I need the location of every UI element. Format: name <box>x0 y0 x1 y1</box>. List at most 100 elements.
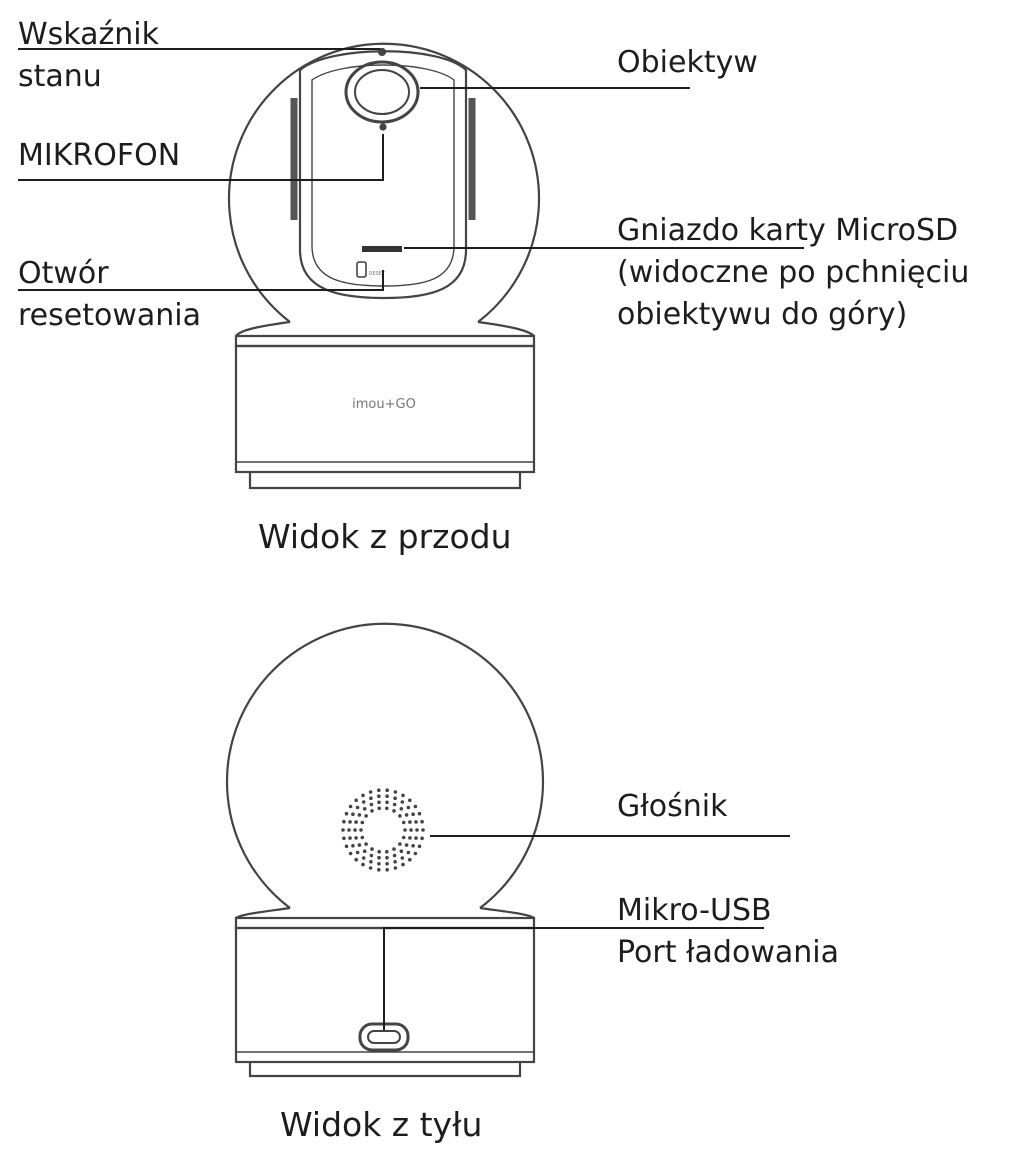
reset-hole-label-line2: resetowania <box>18 298 201 333</box>
speaker-hole <box>368 790 373 794</box>
speaker-hole <box>385 806 389 811</box>
speaker-hole <box>385 794 389 798</box>
speaker-hole <box>369 853 374 858</box>
speaker-hole <box>369 796 373 800</box>
speaker-hole <box>413 851 418 856</box>
speaker-hole <box>361 800 366 804</box>
speaker-hole <box>342 819 346 824</box>
speaker-hole <box>411 844 415 848</box>
speaker-hole <box>415 828 419 832</box>
speaker-hole <box>414 820 418 824</box>
speaker-hole <box>408 836 412 840</box>
speaker-hole <box>401 793 405 798</box>
microphone-hole-icon <box>379 123 387 131</box>
microsd-label: Gniazdo karty MicroSD (widoczne po pchni… <box>617 210 969 336</box>
back-sphere-outline <box>225 622 545 909</box>
microphone-label: MIKROFON <box>18 138 181 173</box>
speaker-hole <box>368 866 373 870</box>
speaker-hole <box>354 836 358 840</box>
speaker-hole <box>361 862 365 867</box>
speaker-hole <box>360 820 365 825</box>
reset-callout <box>18 270 384 291</box>
speaker-hole <box>417 811 422 816</box>
speaker-hole <box>370 809 374 813</box>
speaker-hole <box>393 796 397 800</box>
speaker-hole <box>393 860 397 864</box>
speaker-hole <box>420 836 424 841</box>
reset-hole-label: Otwór resetowania <box>18 253 201 337</box>
speaker-hole <box>361 793 365 798</box>
speaker-hole <box>342 836 346 841</box>
speaker-hole <box>413 804 418 809</box>
speaker-hole <box>377 862 381 866</box>
speaker-hole <box>354 857 359 862</box>
speaker-hole <box>401 820 406 825</box>
speaker-hole <box>385 849 389 854</box>
speaker-hole <box>400 800 405 804</box>
front-camera <box>227 42 541 490</box>
speaker-hole <box>385 862 389 866</box>
speaker-hole <box>401 862 405 867</box>
microsd-label-line3: obiektywu do góry) <box>617 297 908 332</box>
speaker-hole <box>408 857 412 862</box>
speaker-hole <box>357 843 362 847</box>
reset-hole-label-line1: Otwór <box>18 256 109 291</box>
status-indicator-label-line2: stanu <box>18 59 102 94</box>
speaker-hole <box>421 828 425 832</box>
front-base <box>234 344 536 474</box>
speaker-hole <box>392 809 396 813</box>
speaker-hole <box>409 828 413 832</box>
speaker-hole <box>364 814 368 818</box>
usb-callout <box>383 927 764 1030</box>
speaker-hole <box>377 849 382 854</box>
speaker-hole <box>359 828 363 832</box>
status-led-icon <box>377 47 387 57</box>
speaker-hole <box>411 812 415 816</box>
speaker-hole <box>398 842 402 846</box>
speaker-hole <box>398 814 402 818</box>
speaker-hole <box>354 798 359 803</box>
speaker-hole <box>355 805 360 810</box>
speaker-hole <box>420 819 424 824</box>
speaker-hole <box>385 868 390 872</box>
speaker-hole <box>353 828 357 832</box>
speaker-hole <box>392 853 397 858</box>
speaker-label: Głośnik <box>617 789 728 824</box>
front-neck <box>235 320 535 337</box>
speaker-hole <box>385 855 389 860</box>
speaker-hole <box>348 851 353 856</box>
speaker-hole <box>408 820 412 824</box>
brand-text: imou+GO <box>352 397 416 412</box>
reset-text: RESET <box>369 271 386 277</box>
speaker-hole <box>370 847 374 851</box>
speaker-hole <box>399 807 404 811</box>
front-base-top <box>234 334 536 348</box>
status-indicator-label-line1: Wskaźnik <box>18 17 159 52</box>
speaker-hole <box>417 844 422 849</box>
speaker-hole <box>392 802 397 807</box>
usb-port-label-line2: Port ładowania <box>617 935 839 970</box>
status-indicator-label: Wskaźnik stanu <box>18 14 159 98</box>
speaker-hole <box>341 828 345 832</box>
speaker-hole <box>361 856 366 860</box>
speaker-hole <box>377 806 382 811</box>
speaker-hole <box>364 842 368 846</box>
microphone-callout <box>18 134 384 181</box>
speaker-hole <box>377 788 381 792</box>
speaker-hole <box>414 836 418 840</box>
lens-label: Obiektyw <box>617 45 758 80</box>
speaker-hole <box>362 849 367 853</box>
reset-hole-icon <box>356 261 367 278</box>
speaker-hole <box>377 800 381 805</box>
speaker-hole <box>357 813 362 817</box>
speaker-hole <box>348 836 352 840</box>
front-view-caption: Widok z przodu <box>258 517 512 556</box>
back-neck <box>235 906 535 919</box>
speaker-hole <box>344 811 349 816</box>
speaker-hole <box>362 807 367 811</box>
speaker-hole <box>369 860 373 864</box>
speaker-hole <box>354 820 358 824</box>
speaker-hole <box>404 813 409 817</box>
speaker-grille-icon <box>341 788 425 872</box>
